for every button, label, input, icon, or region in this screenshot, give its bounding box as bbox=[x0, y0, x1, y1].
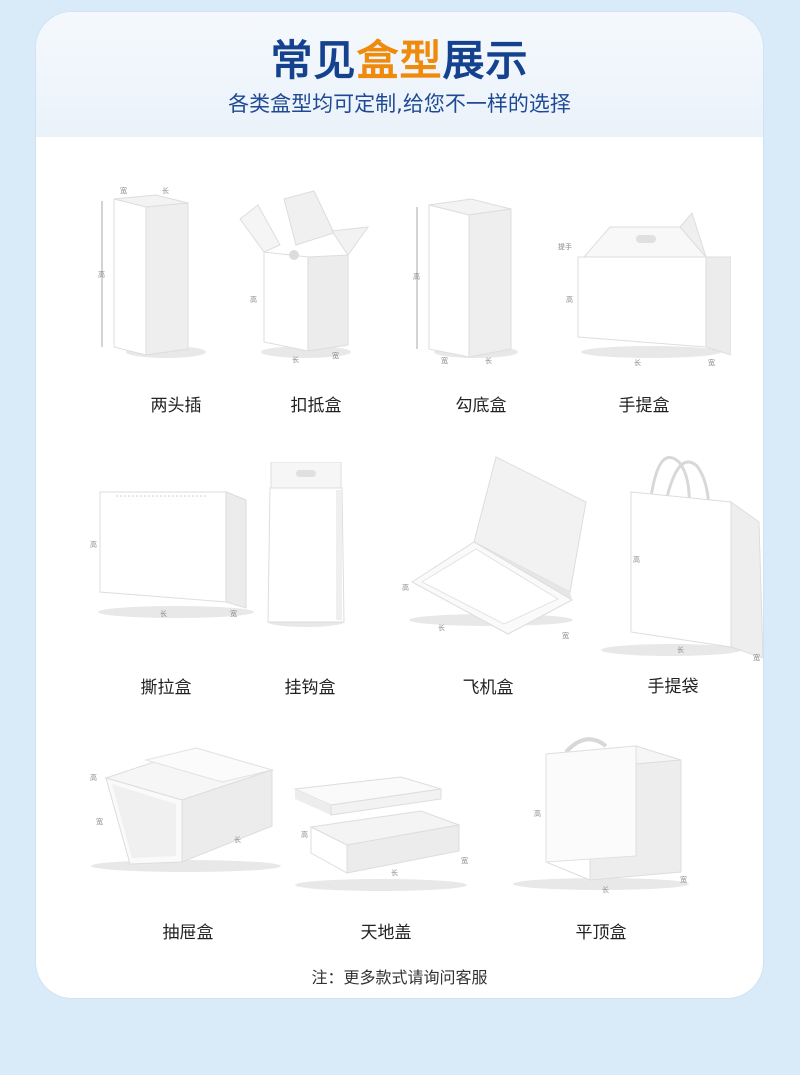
box-item-flat-top: 高 长 宽 平顶盒 bbox=[506, 732, 689, 943]
tuck-end-box-icon: 高 宽 长 bbox=[98, 186, 206, 358]
dim-length-label: 长 bbox=[485, 356, 492, 365]
dim-height-label: 高 bbox=[250, 295, 257, 304]
box-types-card: 常见盒型展示 各类盒型均可定制,给您不一样的选择 高 宽 长 两头插 高 长 宽 bbox=[36, 12, 763, 998]
title-part1: 常见 bbox=[270, 36, 357, 85]
dim-length-label: 长 bbox=[634, 358, 641, 367]
dim-height-label: 高 bbox=[534, 809, 541, 818]
dim-length-label: 长 bbox=[391, 868, 398, 877]
dim-width-label: 宽 bbox=[562, 631, 569, 640]
dim-width-label: 宽 bbox=[96, 817, 103, 826]
box-label: 手提盒 bbox=[618, 396, 670, 416]
box-label: 两头插 bbox=[150, 396, 202, 416]
dim-height-label: 高 bbox=[98, 270, 105, 279]
dim-height-label: 高 bbox=[301, 830, 308, 839]
box-item-hook-bottom: 高 宽 长 勾底盒 bbox=[401, 177, 561, 416]
dim-length-label: 长 bbox=[292, 355, 299, 364]
box-item-handle: 提手 高 长 宽 手提盒 bbox=[556, 177, 731, 416]
title-part2: 展示 bbox=[442, 36, 529, 85]
page-title: 常见盒型展示 bbox=[36, 36, 763, 86]
dim-height-label: 高 bbox=[90, 540, 97, 549]
lid-base-box-icon: 高 长 宽 bbox=[293, 776, 468, 891]
dim-width-label: 宽 bbox=[753, 653, 760, 662]
box-label: 勾底盒 bbox=[455, 396, 507, 416]
page-subtitle: 各类盒型均可定制,给您不一样的选择 bbox=[228, 92, 571, 116]
dim-height-label: 高 bbox=[90, 773, 97, 782]
dim-height-label: 高 bbox=[413, 272, 420, 281]
dim-width-label: 宽 bbox=[461, 856, 468, 865]
box-item-tear-strip: 高 长 宽 撕拉盒 bbox=[86, 462, 254, 698]
dim-length-label: 长 bbox=[162, 186, 169, 195]
box-item-paper-bag: 高 长 宽 手提袋 bbox=[591, 452, 763, 697]
box-label: 扣抵盒 bbox=[290, 396, 342, 416]
box-label: 平顶盒 bbox=[575, 923, 627, 943]
dim-width-label: 宽 bbox=[120, 186, 127, 195]
dim-height-label: 高 bbox=[566, 295, 573, 304]
box-item-lid-base: 高 长 宽 天地盖 bbox=[291, 767, 468, 957]
title-highlight: 盒型 bbox=[356, 36, 443, 85]
tear-strip-box-icon: 高 长 宽 bbox=[90, 491, 254, 618]
box-item-mailer: 高 长 宽 飞机盒 bbox=[396, 452, 587, 698]
dim-height-label: 高 bbox=[633, 555, 640, 564]
hanger-box-icon bbox=[267, 462, 345, 627]
drawer-box-icon: 高 宽 长 bbox=[90, 747, 281, 872]
box-item-drawer: 高 宽 长 抽屉盒 bbox=[86, 742, 281, 943]
dim-length-label: 长 bbox=[438, 623, 445, 632]
lock-bottom-box-icon: 高 长 宽 bbox=[239, 190, 370, 364]
dim-handle-label: 提手 bbox=[558, 242, 572, 251]
box-item-tuck-end: 高 宽 长 两头插 bbox=[96, 177, 256, 416]
dim-length-label: 长 bbox=[160, 609, 167, 618]
dim-length-label: 长 bbox=[677, 645, 684, 654]
dim-width-label: 宽 bbox=[708, 358, 715, 367]
dim-height-label: 高 bbox=[402, 583, 409, 592]
dim-width-label: 宽 bbox=[332, 351, 339, 360]
box-label: 撕拉盒 bbox=[140, 678, 192, 698]
dim-length-label: 长 bbox=[234, 835, 241, 844]
mailer-box-icon: 高 长 宽 bbox=[402, 456, 587, 640]
hook-bottom-box-icon: 高 宽 长 bbox=[413, 198, 518, 365]
dim-width-label: 宽 bbox=[230, 609, 237, 618]
dim-width-label: 宽 bbox=[680, 875, 687, 884]
flat-top-box-icon: 高 长 宽 bbox=[513, 737, 689, 894]
dim-width-label: 宽 bbox=[441, 356, 448, 365]
dim-length-label: 长 bbox=[602, 885, 609, 894]
box-label: 挂钩盒 bbox=[284, 678, 336, 698]
box-item-hanger: 挂钩盒 bbox=[256, 462, 416, 698]
box-item-lock-bottom: 高 长 宽 扣抵盒 bbox=[236, 177, 396, 416]
header: 常见盒型展示 各类盒型均可定制,给您不一样的选择 bbox=[36, 12, 763, 137]
box-label: 手提袋 bbox=[647, 677, 699, 697]
box-label: 飞机盒 bbox=[462, 678, 514, 698]
box-label: 天地盖 bbox=[360, 923, 412, 943]
paper-bag-icon: 高 长 宽 bbox=[601, 456, 763, 662]
handle-box-icon: 提手 高 长 宽 bbox=[558, 211, 731, 367]
footer-note: 注：更多款式请询问客服 bbox=[311, 968, 488, 987]
box-label: 抽屉盒 bbox=[162, 923, 214, 943]
